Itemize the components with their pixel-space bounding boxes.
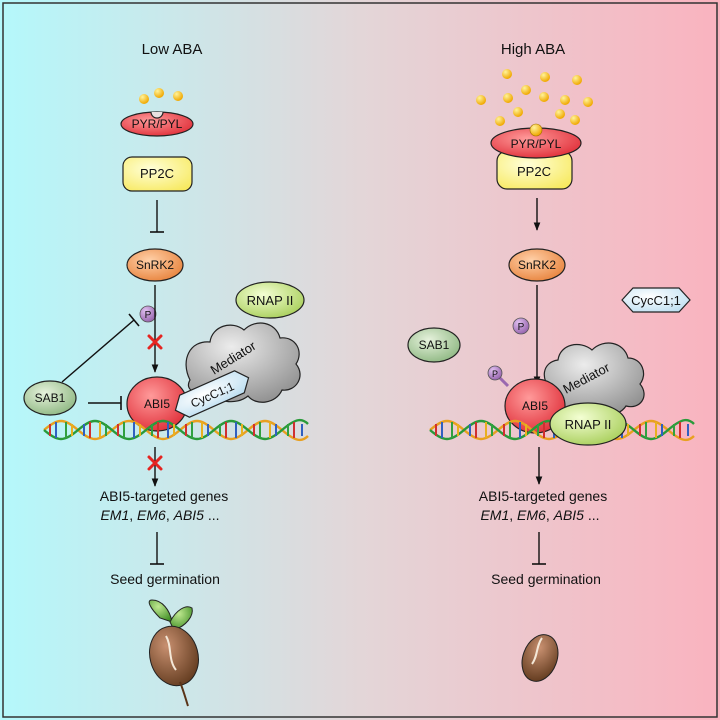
aba-molecule (555, 109, 565, 119)
aba-molecule (173, 91, 183, 101)
pp2c-low: PP2C (122, 156, 193, 192)
aba-molecule (540, 72, 550, 82)
rnap-ii-low: RNAP II (235, 281, 305, 319)
aba-molecule (570, 115, 580, 125)
pyr-pyl-receptor-high: PYR/PYL (490, 123, 582, 159)
aba-molecule (476, 95, 486, 105)
pyr-pyl-receptor-low: PYR/PYL (120, 111, 194, 137)
high-aba-panel: High ABA PP2C PYR/PYL (407, 41, 696, 682)
pp2c-label: PP2C (140, 166, 174, 181)
outcome-high: Seed germination (491, 571, 601, 587)
snrk2-label: SnRK2 (136, 258, 174, 272)
cycc1-high: CycC1;1 (621, 287, 691, 313)
abi5-label: ABI5 (522, 399, 548, 413)
aba-molecule (502, 69, 512, 79)
gene-separator: , (509, 507, 517, 523)
genes-title-low: ABI5-targeted genes (100, 488, 228, 504)
gene-list-ellipsis: ... (584, 507, 600, 523)
genes-list-high: EM1, EM6, ABI5 ... (480, 507, 599, 523)
gene-name: ABI5 (553, 507, 585, 523)
gene-separator: , (166, 507, 174, 523)
aba-molecule (539, 92, 549, 102)
aba-molecule (521, 85, 531, 95)
bound-aba-molecule (529, 123, 543, 137)
gene-separator: , (129, 507, 137, 523)
abi5-high: P ABI5 (487, 365, 566, 434)
inhibited-cross (147, 455, 163, 471)
snrk2-label: SnRK2 (518, 258, 556, 272)
inhibited-cross (147, 334, 163, 350)
snrk2-high: SnRK2 (508, 248, 566, 282)
abi5-phosphate (487, 365, 503, 381)
sab1-inhibition-line (61, 319, 135, 383)
sab1-low: SAB1 (23, 380, 77, 416)
aba-molecule (154, 88, 164, 98)
gene-name: EM6 (517, 507, 546, 523)
high-panel-title: High ABA (501, 41, 565, 58)
abi5-phospho-label: P (492, 369, 498, 379)
genes-title-high: ABI5-targeted genes (479, 488, 607, 504)
cyclin-label: CycC1;1 (631, 293, 681, 308)
genes-list-low: EM1, EM6, ABI5 ... (100, 507, 219, 523)
rnap-label: RNAP II (247, 293, 294, 308)
aba-molecule (560, 95, 570, 105)
low-panel-title: Low ABA (142, 41, 203, 58)
receptor-label: PYR/PYL (132, 117, 183, 131)
aba-molecule (495, 116, 505, 126)
gene-name: EM1 (100, 507, 129, 523)
dormant-seed-icon (521, 634, 559, 682)
aba-molecule (513, 107, 523, 117)
aba-molecules-high (476, 69, 593, 126)
aba-molecule (572, 75, 582, 85)
gene-name: ABI5 (173, 507, 205, 523)
abi5-low: ABI5 (126, 376, 188, 432)
receptor-label: PYR/PYL (511, 137, 562, 151)
phospho-label: P (518, 322, 525, 333)
snrk2-low: SnRK2 (126, 248, 184, 282)
sab1-inhibition-bar (128, 313, 140, 327)
gene-separator: , (546, 507, 554, 523)
phospho-label: P (145, 310, 152, 321)
gene-name: EM6 (137, 507, 166, 523)
aba-molecule (583, 97, 593, 107)
sab1-high: SAB1 (407, 327, 461, 363)
aba-molecule (503, 93, 513, 103)
gene-name: EM1 (480, 507, 509, 523)
mediator-high: Mediator (543, 342, 645, 416)
phosphate-high: P (512, 317, 530, 335)
sab1-label: SAB1 (35, 391, 66, 405)
rnap-ii-high: RNAP II (549, 402, 627, 446)
abi5-label: ABI5 (144, 397, 170, 411)
phosphate-low: P (139, 305, 157, 323)
gene-list-ellipsis: ... (204, 507, 220, 523)
sab1-label: SAB1 (419, 338, 450, 352)
aba-molecule (139, 94, 149, 104)
rnap-label: RNAP II (565, 417, 612, 432)
outcome-low: Seed germination (110, 571, 220, 587)
pp2c-label: PP2C (517, 164, 551, 179)
aba-molecules-low (139, 88, 183, 104)
germinating-seed-icon (148, 599, 199, 707)
low-aba-panel: Low ABA PYR/PYL PP2C SnRK2 RN (23, 41, 310, 707)
